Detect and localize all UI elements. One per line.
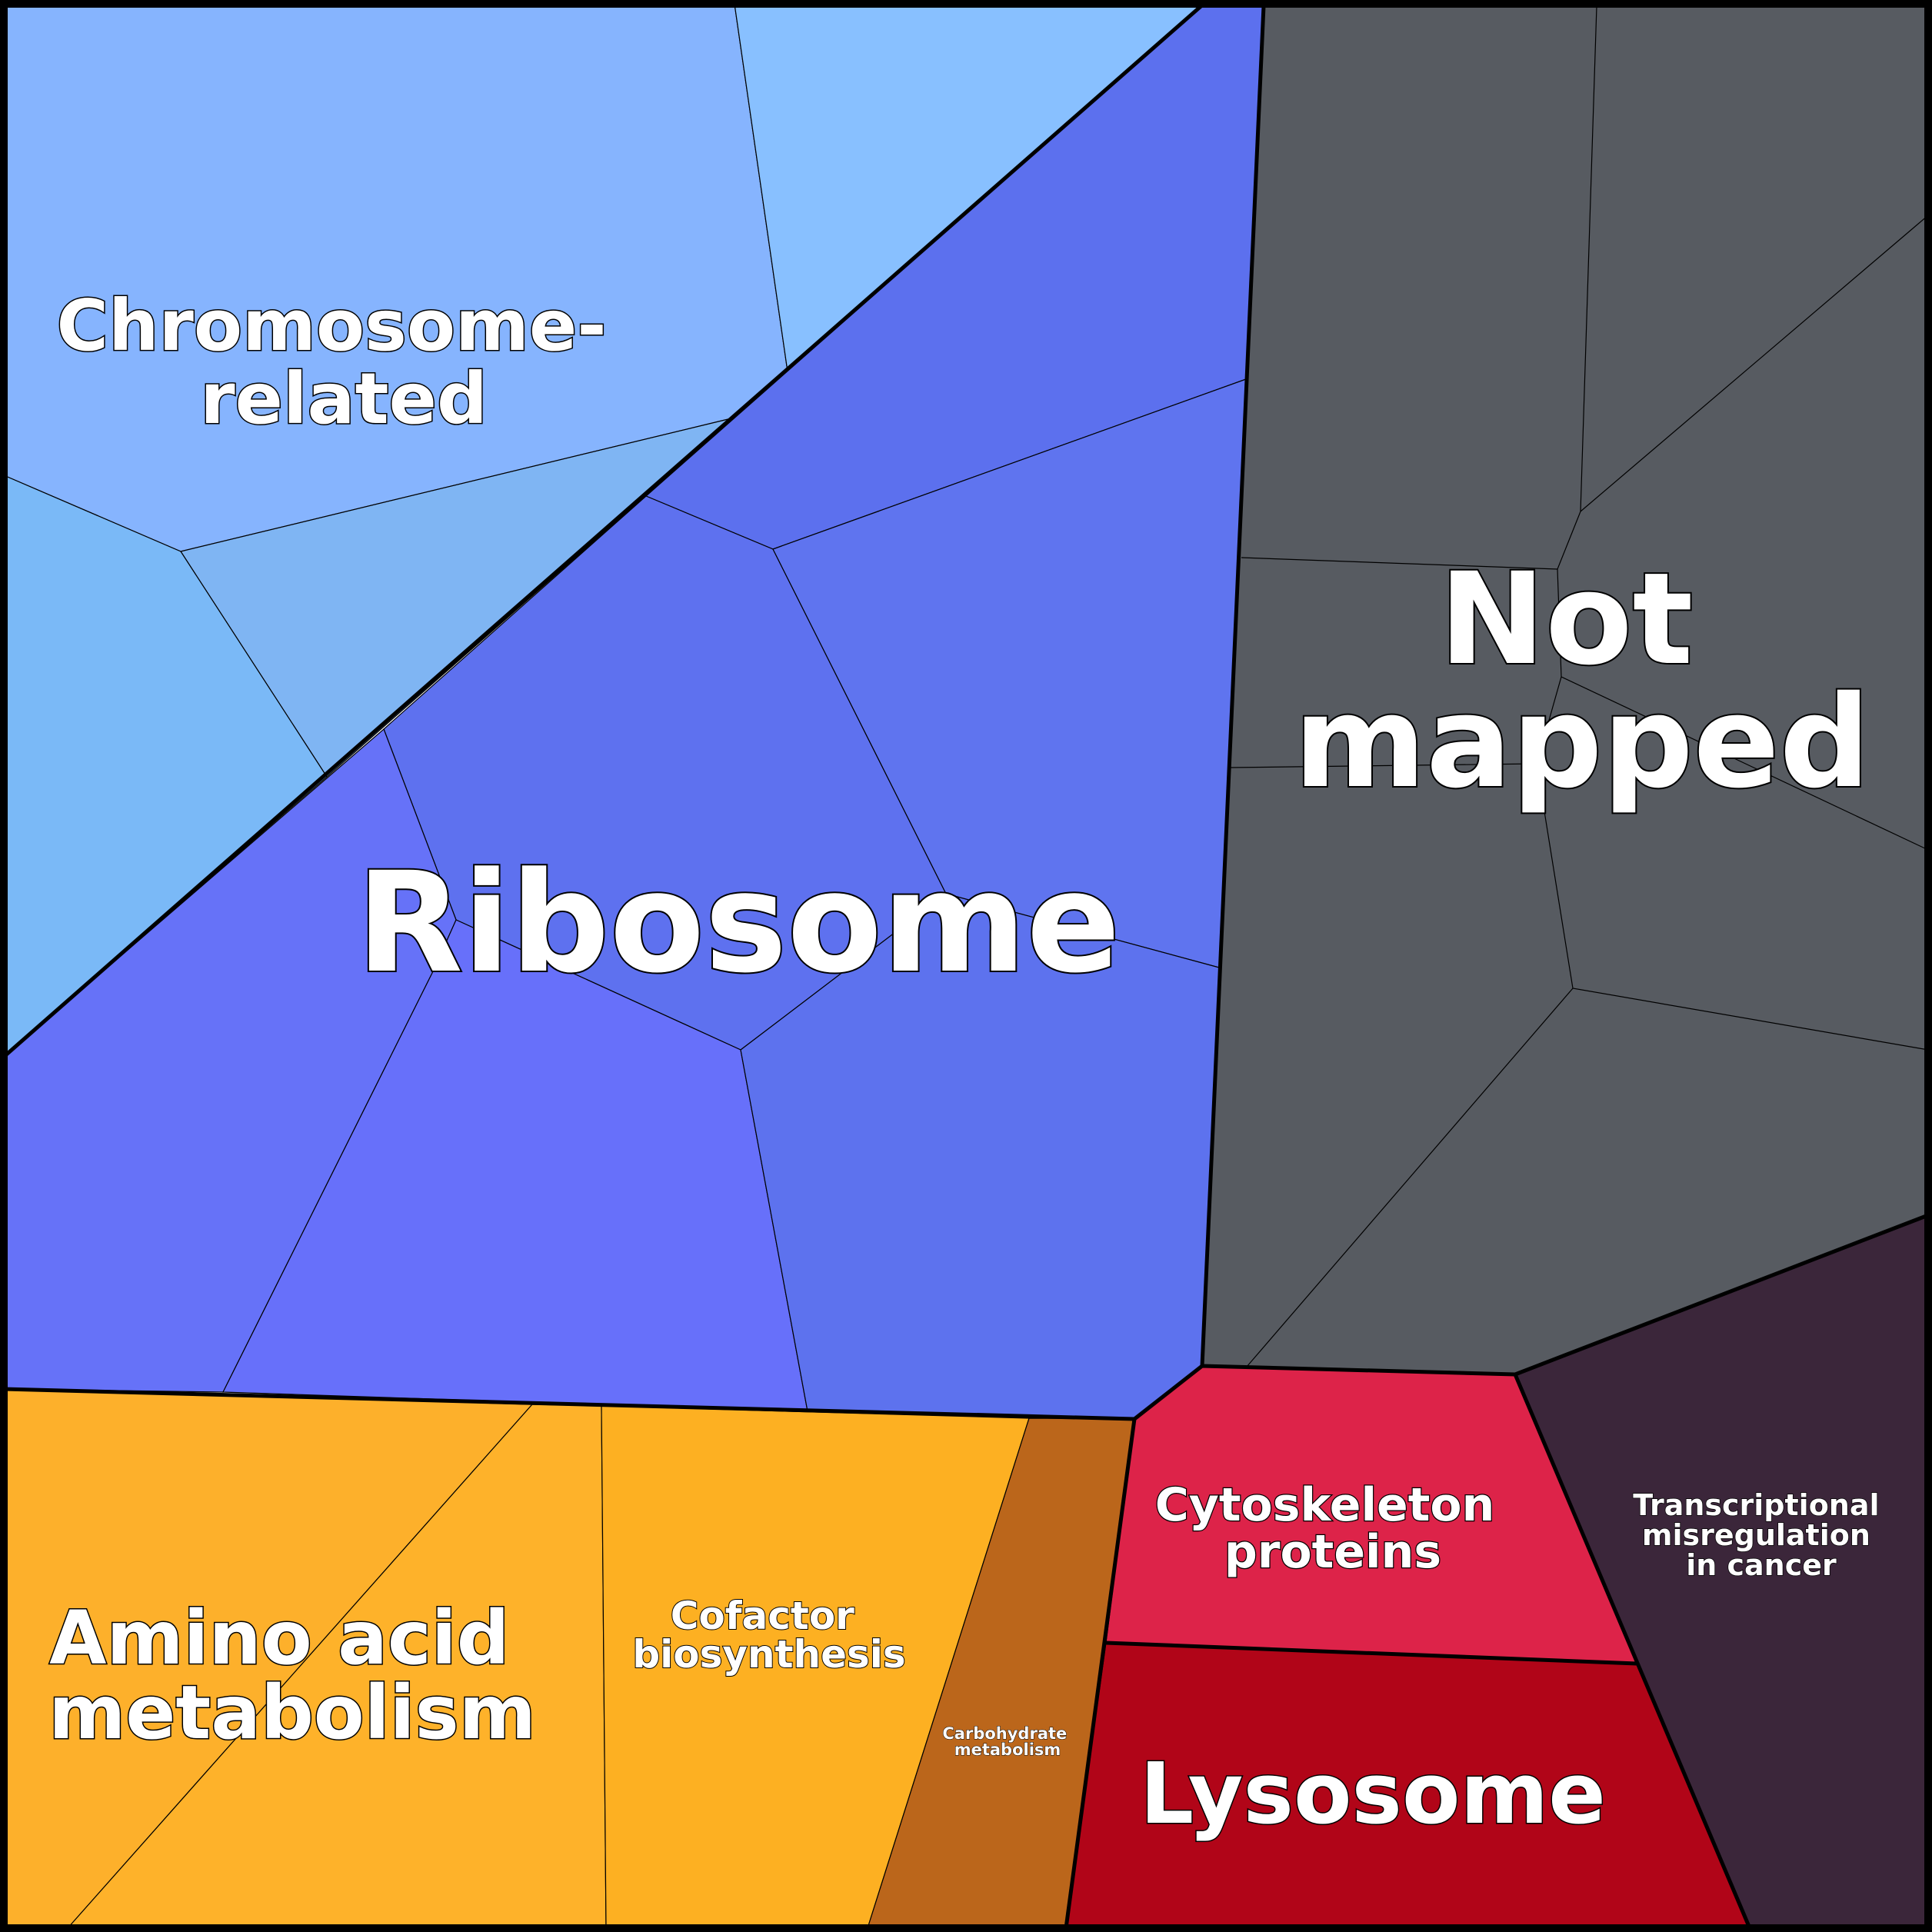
label-chromosome: Chromosome- related bbox=[56, 285, 631, 440]
label-carbohydrate: Carbohydrate metabolism bbox=[942, 1724, 1072, 1759]
label-amino-acid: Amino acid metabolism bbox=[48, 1595, 535, 1756]
label-transcriptional: Transcriptional misregulation in cancer bbox=[1633, 1488, 1890, 1582]
label-not-mapped: Not mapped bbox=[1294, 545, 1870, 816]
label-lysosome: Lysosome bbox=[1140, 1744, 1606, 1843]
label-cytoskeleton: Cytoskeleton proteins bbox=[1155, 1478, 1511, 1579]
region-not-mapped bbox=[1201, 5, 1929, 1375]
label-ribosome: Ribosome bbox=[356, 843, 1120, 1004]
region-chromosome bbox=[3, 3, 1205, 1058]
label-cofactor: Cofactor biosynthesis bbox=[632, 1594, 905, 1677]
